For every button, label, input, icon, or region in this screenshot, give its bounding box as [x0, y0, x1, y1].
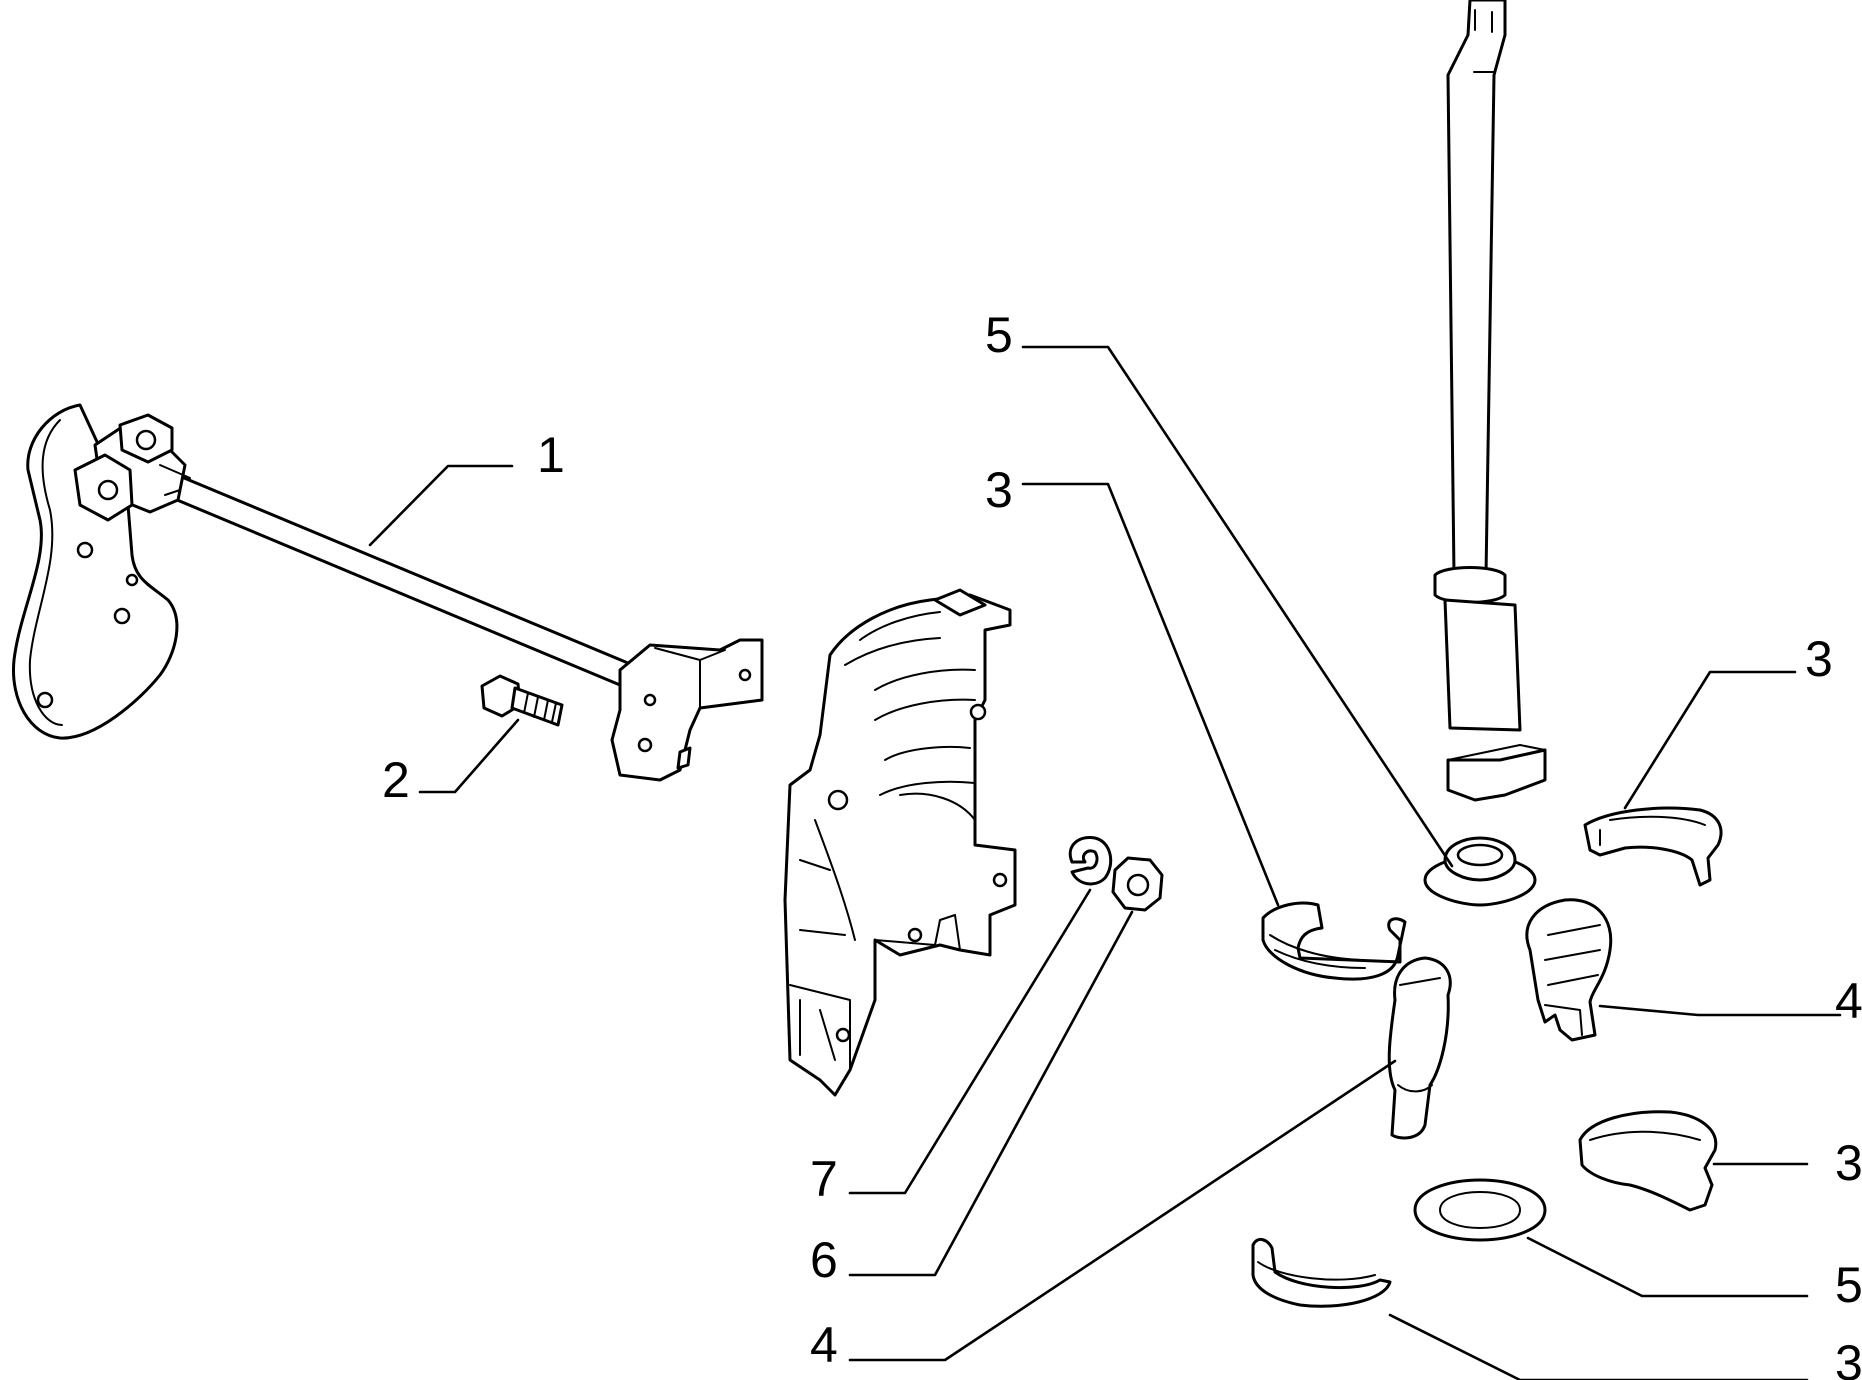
leader-4-right [1598, 1004, 1842, 1017]
part-2-bolt [480, 674, 564, 727]
callout-3-upper-right: 3 [1805, 631, 1833, 687]
part-7-washer [1068, 835, 1113, 886]
leader-3-upper-right [1623, 670, 1797, 810]
part-5-upper-seat [1423, 836, 1537, 907]
part-3-shell-right [1583, 806, 1723, 887]
part-3-shell-mid-right [1578, 1110, 1718, 1212]
callout-labels: 1 2 3 3 3 3 4 4 5 5 6 7 [382, 307, 1862, 1380]
leader-5-lower [1526, 1236, 1809, 1298]
callout-5-lower: 5 [1835, 1257, 1862, 1313]
part-3-shell-left [1261, 901, 1407, 981]
part-5-lower-seat [1413, 1178, 1547, 1242]
callout-4-right: 4 [1835, 973, 1862, 1029]
callout-4-lower: 4 [810, 1317, 838, 1373]
part-4-ball-stud [1387, 956, 1452, 1140]
part-1-selector-rod [11, 403, 764, 782]
gear-lever-shaft [1433, 0, 1547, 802]
callout-3-mid-right: 3 [1835, 1135, 1862, 1191]
callout-5-upper: 5 [985, 307, 1013, 363]
callout-2: 2 [382, 752, 410, 808]
part-6-nut [1111, 856, 1164, 912]
callout-3-lower: 3 [1835, 1335, 1862, 1380]
shift-housing-bracket [783, 588, 1017, 1097]
leader-3-upper-left [1021, 482, 1280, 907]
callout-1: 1 [537, 427, 565, 483]
part-3-shell-lower-left [1251, 1237, 1392, 1308]
leader-6 [848, 910, 1134, 1277]
callout-3-upper-left: 3 [985, 462, 1013, 518]
leader-1 [368, 464, 514, 547]
leader-2 [418, 718, 520, 794]
part-4-slotted-ball [1525, 898, 1613, 1042]
leader-5-upper [1021, 345, 1454, 868]
callout-6: 6 [810, 1232, 838, 1288]
leader-7 [848, 888, 1092, 1195]
leader-lines [368, 345, 1842, 1380]
leader-4-lower [848, 1059, 1397, 1362]
callout-7: 7 [810, 1151, 838, 1207]
leader-3-lower [1388, 1313, 1809, 1380]
